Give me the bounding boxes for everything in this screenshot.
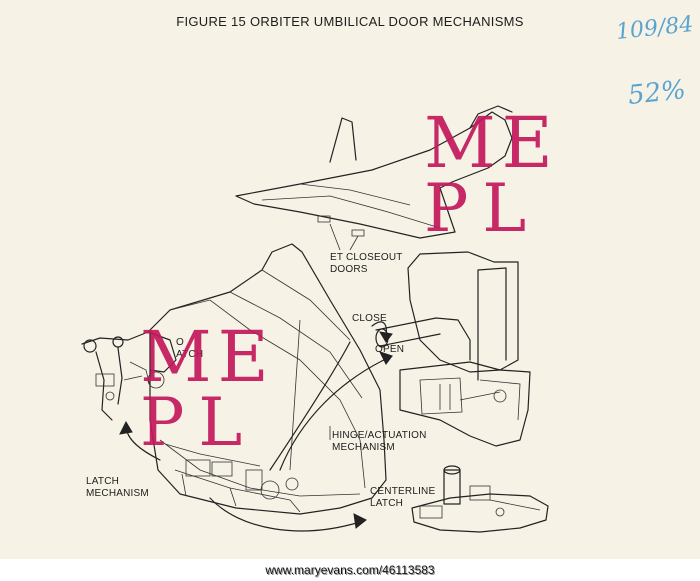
latch-linkage-drawing (81, 331, 177, 421)
hinge-actuation-drawing (375, 251, 531, 447)
watermark-logo-secondary: ME PL (140, 316, 275, 461)
label-to-latch: O ATCH (176, 337, 204, 360)
umbilical-housing-drawing (149, 243, 387, 515)
image-credit: www.maryevans.com/46113583 (0, 559, 700, 581)
label-open: OPEN (375, 344, 405, 355)
label-hinge-actuation: HINGE/ACTUATION MECHANISM (332, 430, 427, 453)
label-et-closeout-doors: ET CLOSEOUT DOORS (330, 252, 403, 275)
leader-arrows (119, 321, 393, 532)
label-close: CLOSE (352, 313, 387, 324)
figure-title: FIGURE 15 ORBITER UMBILICAL DOOR MECHANI… (176, 14, 524, 29)
centerline-latch-drawing (411, 465, 549, 533)
watermark-logo: ME PL (424, 102, 559, 247)
orbiter-drawing (235, 105, 513, 251)
label-latch-mechanism: LATCH MECHANISM (86, 476, 149, 499)
label-centerline-latch: CENTERLINE LATCH (370, 486, 436, 509)
